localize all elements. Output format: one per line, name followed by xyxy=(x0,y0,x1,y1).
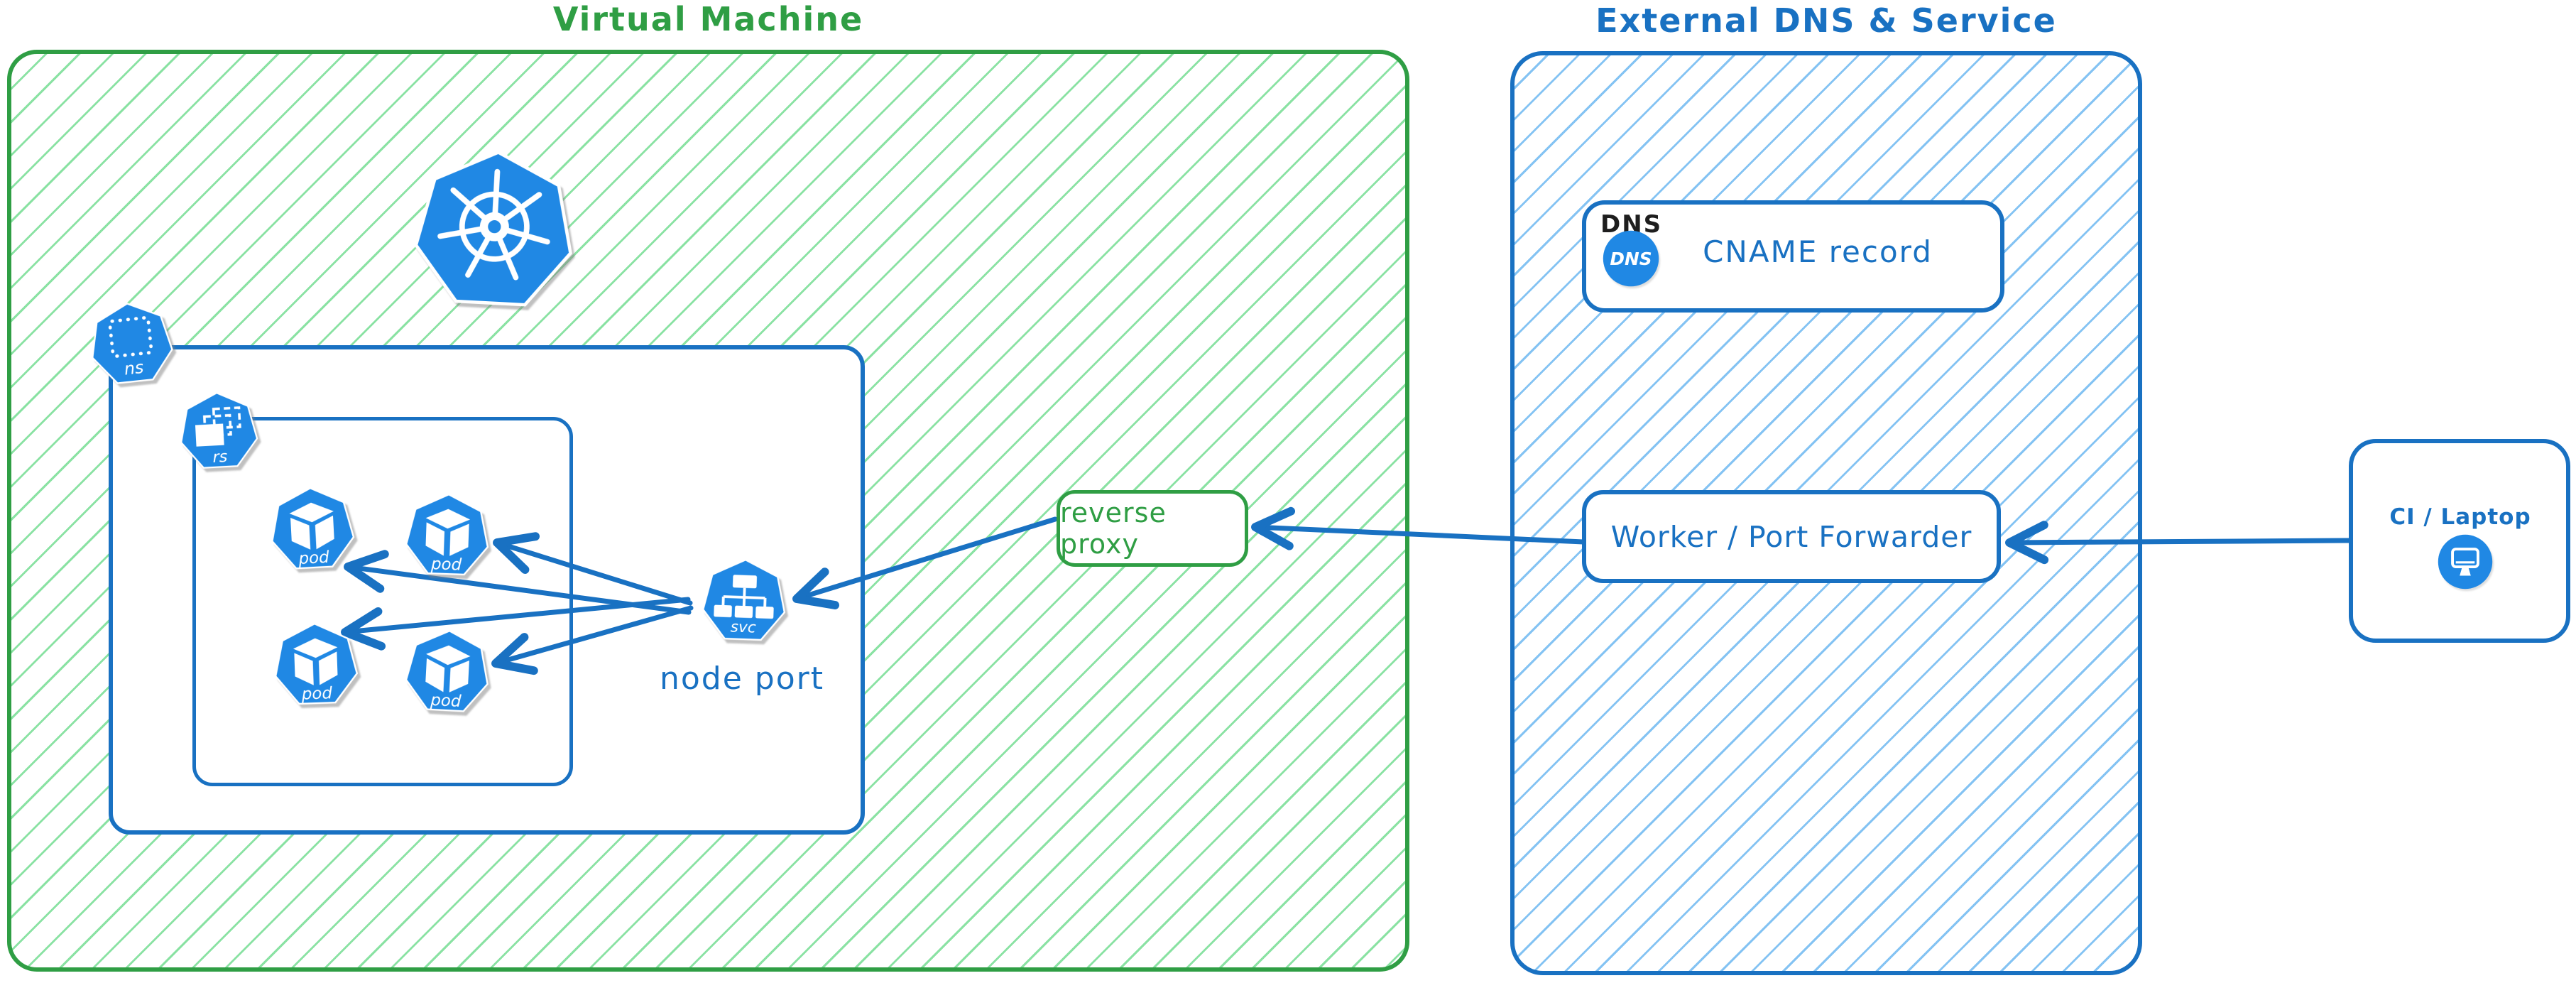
pod-icon-label: pod xyxy=(301,684,333,704)
pod-icon-1: pod xyxy=(268,485,357,575)
pod-icon-4: pod xyxy=(403,628,492,717)
pod-icon-2: pod xyxy=(403,492,491,580)
service-icon: svc xyxy=(700,558,788,646)
replicaset-box xyxy=(192,417,573,786)
reverse-proxy-label: reverse proxy xyxy=(1060,497,1167,560)
worker-port-forwarder-label: Worker / Port Forwarder xyxy=(1610,519,1972,554)
pod-icon-3: pod xyxy=(272,621,360,710)
kubernetes-logo-icon xyxy=(409,146,579,317)
arrow-service-to-pod-4 xyxy=(491,605,694,675)
pod-icon-label: pod xyxy=(298,548,330,568)
vm-group-title: Virtual Machine xyxy=(552,0,864,38)
reverse-proxy-box: reverse proxy xyxy=(1057,490,1248,567)
worker-port-forwarder-box: Worker / Port Forwarder xyxy=(1582,490,2001,583)
ci-laptop-label: CI / Laptop xyxy=(2389,504,2531,530)
pod-icon-label: pod xyxy=(430,691,462,711)
dns-icon-text: DNS xyxy=(1610,249,1652,269)
namespace-icon-label: ns xyxy=(123,357,144,379)
replicaset-icon-label: rs xyxy=(212,447,229,467)
dns-icon: DNS xyxy=(1603,230,1659,287)
arrow-reverse-proxy-to-service xyxy=(792,516,1058,609)
arrow-service-to-pod-3 xyxy=(341,597,691,651)
pod-icon-label: pod xyxy=(430,555,462,575)
node-port-label: node port xyxy=(660,661,824,697)
arrow-service-to-pod-2 xyxy=(493,532,693,606)
namespace-icon: ns xyxy=(85,298,178,391)
arrow-ci-to-worker xyxy=(2005,521,2352,565)
external-group-title: External DNS & Service xyxy=(1595,1,2057,40)
service-icon-label: svc xyxy=(730,619,756,637)
monitor-icon xyxy=(2438,534,2493,590)
arrow-worker-to-reverse-proxy xyxy=(1251,506,1586,550)
replicaset-icon: rs xyxy=(177,390,261,474)
cname-record-label: CNAME record xyxy=(1703,234,1933,269)
